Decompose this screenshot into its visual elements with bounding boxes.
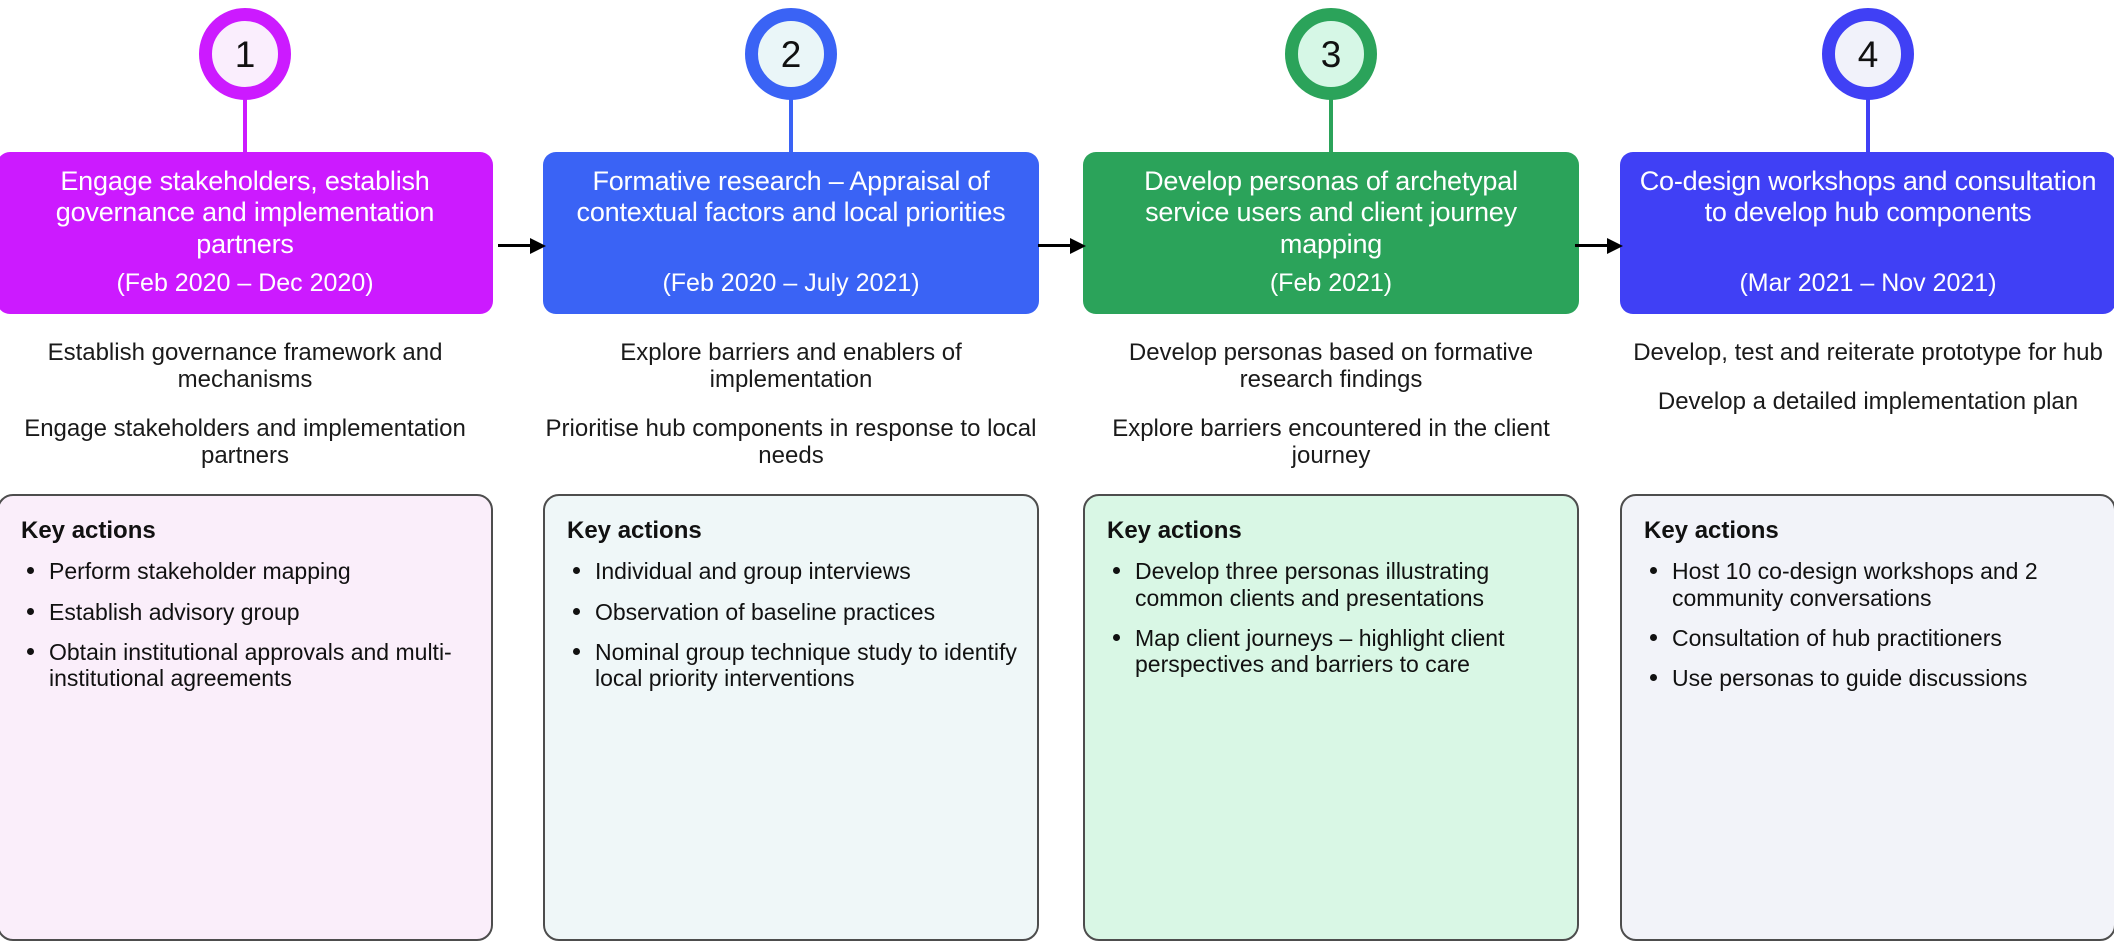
stage-dates-1: (Feb 2020 – Dec 2020) bbox=[116, 269, 374, 297]
stage-outcome-item: Establish governance framework and mecha… bbox=[47, 339, 443, 393]
stage-number-label-3: 3 bbox=[1320, 33, 1342, 75]
key-actions-card-1: Key actions Perform stakeholder mapping … bbox=[0, 494, 493, 941]
bullet-icon bbox=[27, 567, 34, 575]
stage-marker-4: 4 bbox=[1798, 8, 1938, 208]
stage-dates-3: (Feb 2021) bbox=[1269, 269, 1393, 297]
stage-marker-2: 2 bbox=[721, 8, 861, 208]
key-action-text: Obtain institutional approvals and multi… bbox=[49, 638, 452, 692]
key-action-text: Perform stakeholder mapping bbox=[49, 558, 351, 585]
stage-box-1: Engage stakeholders, establish governanc… bbox=[0, 152, 493, 314]
key-actions-card-4: Key actions Host 10 co-design workshops … bbox=[1620, 494, 2114, 941]
list-item: Map client journeys – highlight client p… bbox=[1105, 625, 1557, 677]
key-action-text: Establish advisory group bbox=[49, 598, 300, 625]
stage-number-label-4: 4 bbox=[1857, 33, 1879, 75]
stage-outcome-item: Engage stakeholders and implementation p… bbox=[24, 414, 466, 469]
stage-outcome-item: Develop personas based on formative rese… bbox=[1128, 339, 1534, 393]
arrow-right-icon-3-to-4 bbox=[1575, 238, 1623, 254]
list-item: Consultation of hub practitioners bbox=[1642, 625, 2094, 651]
arrow-shaft bbox=[1575, 244, 1611, 247]
stage-column-2: 2 Formative research – Appraisal of cont… bbox=[543, 0, 1039, 941]
list-item: Establish advisory group bbox=[19, 599, 471, 625]
key-actions-heading-1: Key actions bbox=[21, 517, 156, 544]
arrow-head bbox=[1070, 238, 1086, 254]
arrow-right-icon-1-to-2 bbox=[498, 238, 546, 254]
key-action-text: Consultation of hub practitioners bbox=[1672, 624, 2002, 651]
stage-outcome-item: Develop, test and reiterate prototype fo… bbox=[1633, 339, 2103, 366]
stage-number-circle-1: 1 bbox=[199, 8, 291, 100]
bullet-icon bbox=[27, 607, 34, 615]
key-actions-card-3: Key actions Develop three personas illus… bbox=[1083, 494, 1579, 941]
key-actions-card-2: Key actions Individual and group intervi… bbox=[543, 494, 1039, 941]
stage-number-label-2: 2 bbox=[780, 33, 802, 75]
bullet-icon bbox=[1113, 633, 1120, 641]
stage-title-1: Engage stakeholders, establish governanc… bbox=[55, 166, 435, 259]
key-actions-list-2: Individual and group interviews Observat… bbox=[565, 558, 1017, 691]
stage-box-2: Formative research – Appraisal of contex… bbox=[543, 152, 1039, 314]
stage-connector-stem-3 bbox=[1329, 98, 1333, 161]
key-actions-list-1: Perform stakeholder mapping Establish ad… bbox=[19, 558, 471, 691]
stage-outcome-item: Explore barriers encountered in the clie… bbox=[1112, 414, 1550, 469]
stage-connector-stem-2 bbox=[789, 98, 793, 161]
stage-title-2: Formative research – Appraisal of contex… bbox=[576, 166, 1006, 228]
stage-outcomes-2: Explore barriers and enablers of impleme… bbox=[543, 339, 1039, 470]
key-action-text: Develop three personas illustrating comm… bbox=[1135, 558, 1490, 611]
stage-connector-stem-4 bbox=[1866, 98, 1870, 161]
stage-outcomes-4: Develop, test and reiterate prototype fo… bbox=[1620, 339, 2114, 416]
stage-number-circle-4: 4 bbox=[1822, 8, 1914, 100]
bullet-icon bbox=[573, 567, 580, 575]
bullet-icon bbox=[1650, 674, 1657, 682]
key-action-text: Nominal group technique study to identif… bbox=[595, 638, 1017, 692]
stage-number-label-1: 1 bbox=[234, 33, 256, 75]
key-action-text: Observation of baseline practices bbox=[595, 598, 936, 625]
key-actions-heading-3: Key actions bbox=[1107, 517, 1242, 544]
stage-box-3: Develop personas of archetypal service u… bbox=[1083, 152, 1579, 314]
key-actions-heading-2: Key actions bbox=[567, 517, 702, 544]
stage-number-circle-3: 3 bbox=[1285, 8, 1377, 100]
stage-column-3: 3 Develop personas of archetypal service… bbox=[1083, 0, 1579, 941]
bullet-icon bbox=[1113, 567, 1120, 575]
list-item: Observation of baseline practices bbox=[565, 599, 1017, 625]
stage-number-circle-2: 2 bbox=[745, 8, 837, 100]
stage-outcomes-3: Develop personas based on formative rese… bbox=[1083, 339, 1579, 470]
stage-box-4: Co-design workshops and consultation to … bbox=[1620, 152, 2114, 314]
list-item: Nominal group technique study to identif… bbox=[565, 639, 1017, 691]
list-item: Individual and group interviews bbox=[565, 558, 1017, 584]
stage-column-1: 1 Engage stakeholders, establish governa… bbox=[0, 0, 493, 941]
stage-outcome-item: Develop a detailed implementation plan bbox=[1657, 387, 2079, 415]
list-item: Use personas to guide discussions bbox=[1642, 665, 2094, 691]
bullet-icon bbox=[1650, 567, 1657, 575]
arrow-right-icon-2-to-3 bbox=[1038, 238, 1086, 254]
list-item: Obtain institutional approvals and multi… bbox=[19, 639, 471, 691]
stage-connector-stem-1 bbox=[243, 98, 247, 161]
key-actions-list-4: Host 10 co-design workshops and 2 commun… bbox=[1642, 558, 2094, 691]
key-action-text: Map client journeys – highlight client p… bbox=[1135, 624, 1505, 678]
bullet-icon bbox=[573, 607, 580, 615]
arrow-head bbox=[1607, 238, 1623, 254]
list-item: Develop three personas illustrating comm… bbox=[1105, 558, 1557, 611]
key-action-text: Individual and group interviews bbox=[595, 558, 911, 585]
arrow-shaft bbox=[498, 244, 534, 247]
list-item: Host 10 co-design workshops and 2 commun… bbox=[1642, 558, 2094, 611]
key-action-text: Use personas to guide discussions bbox=[1672, 665, 2028, 692]
stage-title-4: Co-design workshops and consultation to … bbox=[1639, 166, 2097, 228]
list-item: Perform stakeholder mapping bbox=[19, 558, 471, 584]
key-actions-heading-4: Key actions bbox=[1644, 517, 1779, 544]
key-actions-list-3: Develop three personas illustrating comm… bbox=[1105, 558, 1557, 677]
stage-outcomes-1: Establish governance framework and mecha… bbox=[0, 339, 493, 470]
stage-column-4: 4 Co-design workshops and consultation t… bbox=[1620, 0, 2114, 941]
stage-outcome-item: Explore barriers and enablers of impleme… bbox=[620, 339, 962, 393]
arrow-shaft bbox=[1038, 244, 1074, 247]
bullet-icon bbox=[573, 647, 580, 655]
stage-dates-4: (Mar 2021 – Nov 2021) bbox=[1739, 269, 1997, 297]
stage-dates-2: (Feb 2020 – July 2021) bbox=[662, 269, 920, 297]
stage-title-3: Develop personas of archetypal service u… bbox=[1144, 166, 1518, 259]
stage-outcome-item: Prioritise hub components in response to… bbox=[545, 414, 1037, 469]
arrow-head bbox=[530, 238, 546, 254]
bullet-icon bbox=[27, 647, 34, 655]
key-action-text: Host 10 co-design workshops and 2 commun… bbox=[1672, 558, 2038, 611]
bullet-icon bbox=[1650, 633, 1657, 641]
